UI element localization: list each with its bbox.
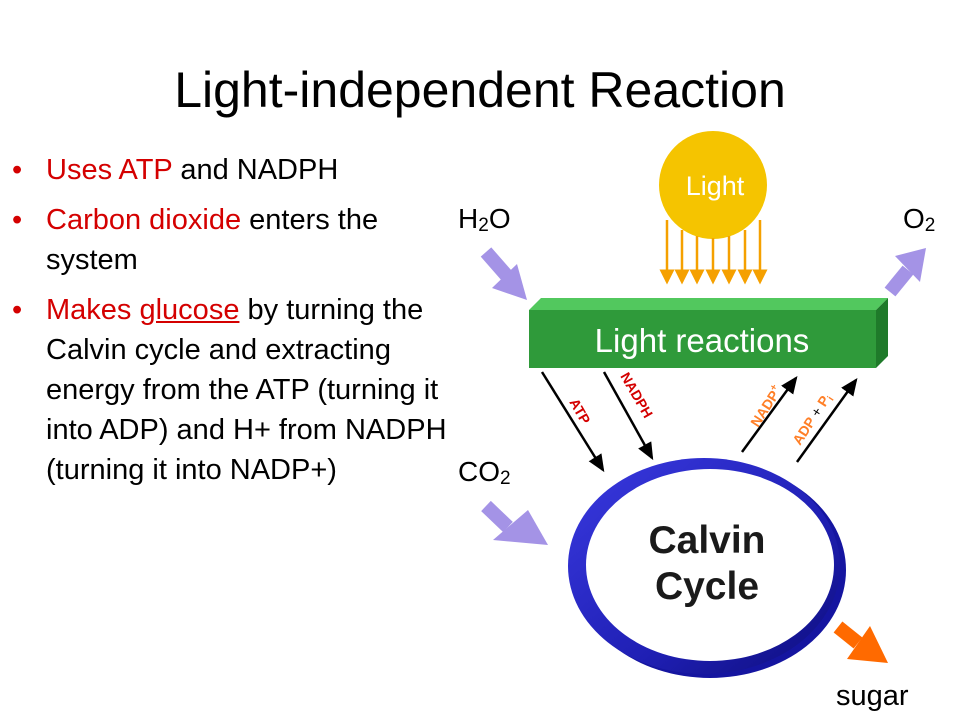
h2o-arrow-icon [480, 247, 527, 300]
o2-label: O2 [903, 203, 935, 236]
bullet-highlight: Makes [46, 294, 140, 326]
co2-label: CO2 [458, 456, 511, 489]
bullet-highlight: Uses ATP [46, 154, 173, 186]
calvin-cycle-ring [568, 458, 846, 678]
nadp-label: NADP+ [746, 382, 785, 430]
atp-label: ATP [566, 396, 593, 427]
sun-icon [659, 131, 768, 285]
nadph-label: NADPH [617, 370, 656, 421]
atp-arrow-icon [540, 371, 605, 473]
light-reactions-box [529, 298, 888, 368]
bullet-text: and NADPH [172, 154, 339, 186]
light-label: Light [686, 171, 745, 201]
bullet-text: by turning the Calvin cycle and extracti… [46, 294, 447, 486]
sugar-label: sugar [836, 680, 909, 712]
nadph-arrow-icon [602, 371, 654, 461]
bullet-makes-glucose: Makes glucose by turning the Calvin cycl… [10, 290, 450, 490]
light-reactions-label: Light reactions [595, 322, 810, 359]
bullet-text: enters the system [46, 204, 379, 276]
bullet-list: Uses ATP and NADPH Carbon dioxide enters… [10, 150, 450, 500]
bullet-carbon-dioxide: Carbon dioxide enters the system [10, 200, 450, 280]
adp-arrow-icon [795, 377, 858, 463]
bullet-uses-atp: Uses ATP and NADPH [10, 150, 450, 190]
sugar-arrow-icon [833, 621, 888, 663]
glucose-link[interactable]: glucose [139, 294, 240, 326]
bullet-highlight: Carbon dioxide [46, 204, 242, 236]
h2o-label: H2O [458, 203, 511, 236]
o2-arrow-icon [884, 248, 926, 297]
nadp-arrow-icon [740, 375, 798, 453]
co2-arrow-icon [481, 500, 548, 545]
slide-title: Light-independent Reaction [174, 62, 786, 118]
